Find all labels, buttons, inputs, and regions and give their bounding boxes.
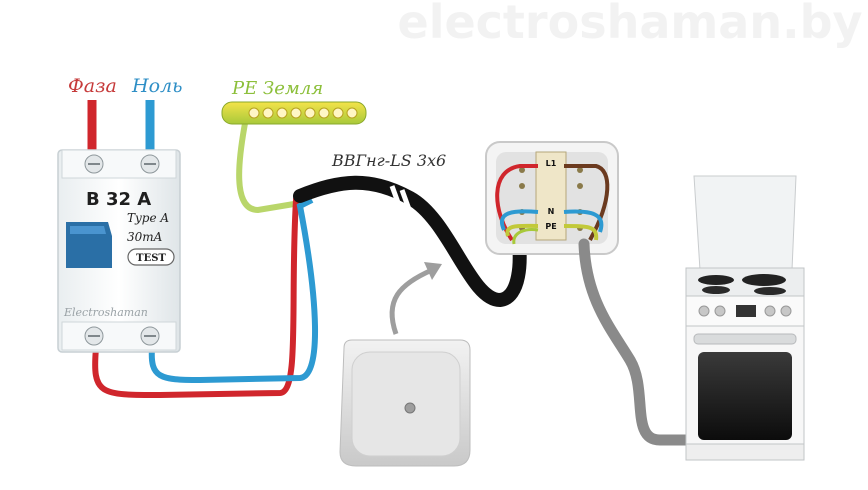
box-ground-wire — [505, 223, 599, 241]
neutral-wire-out — [148, 197, 318, 384]
terminal-pe-label: PE — [545, 222, 556, 231]
rcbo-device — [57, 149, 181, 353]
junction-box — [339, 339, 471, 467]
ground-wire — [236, 117, 307, 214]
phase-wire-out — [92, 193, 311, 399]
electric-stove — [685, 175, 805, 461]
ground-label: PE Земля — [231, 78, 323, 99]
breaker-brand: Electroshaman — [63, 306, 148, 319]
breaker-current: 30mA — [127, 230, 163, 244]
phase-label: Фаза — [68, 75, 117, 97]
cable-label: ВВГнг-LS 3х6 — [331, 151, 446, 170]
box-neutral-wire — [500, 209, 604, 233]
terminal-l1-label: L1 — [546, 159, 557, 168]
neutral-label: Ноль — [131, 75, 182, 97]
test-button-label: TEST — [136, 253, 166, 264]
ground-busbar — [221, 101, 367, 125]
breaker-type: Type A — [127, 211, 169, 225]
stove-cable — [578, 238, 696, 446]
box-brown-wire — [564, 164, 610, 241]
arrow-head — [424, 262, 442, 280]
box-ground-wire-2 — [512, 228, 539, 245]
breaker-rating: B 32 A — [86, 189, 151, 210]
main-cable — [293, 175, 527, 308]
terminal-n-label: N — [548, 207, 555, 216]
box-phase-wire — [495, 164, 538, 242]
arrow-icon — [389, 267, 434, 335]
watermark: electroshaman.by — [398, 0, 863, 49]
